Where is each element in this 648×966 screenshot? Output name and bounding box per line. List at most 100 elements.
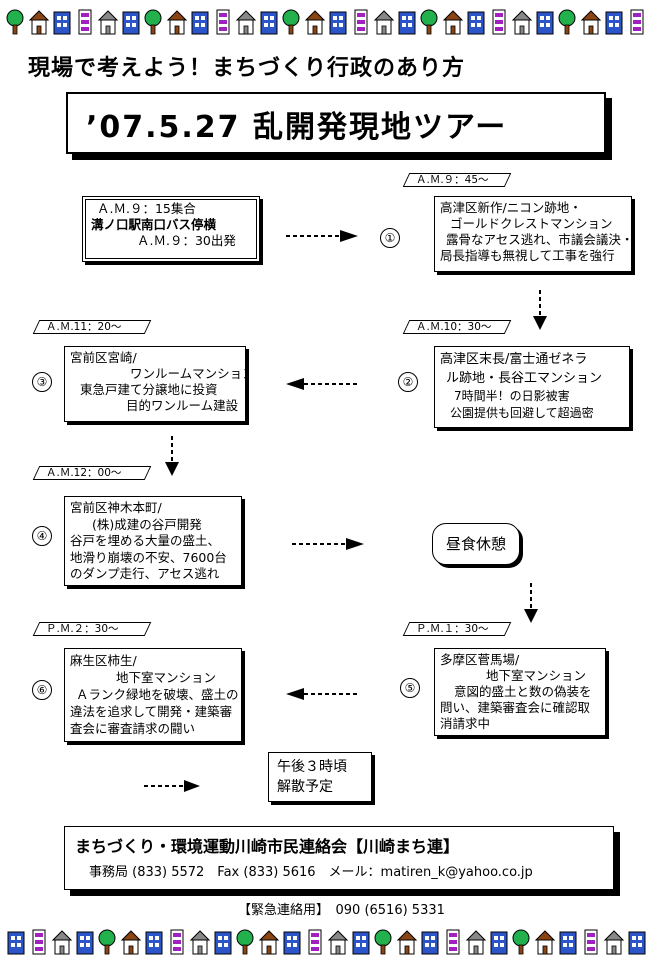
tree-icon bbox=[236, 929, 254, 955]
stop-6-place: 麻生区柿生/ bbox=[70, 653, 137, 668]
stop-1-desc: 局長指導も無視して工事を強行 bbox=[440, 248, 615, 263]
stop-4-desc: 地滑り崩壊の不安、7600台 bbox=[70, 549, 227, 565]
end-box: 午後３時頃 解散予定 bbox=[268, 752, 372, 802]
house-icon bbox=[603, 930, 625, 955]
house-icon bbox=[76, 931, 94, 955]
house-icon bbox=[51, 930, 73, 955]
arrow-right-icon bbox=[144, 780, 200, 792]
arrow-right-icon bbox=[286, 230, 358, 242]
time-tag-4: Ａ.Ｍ.12：00～ bbox=[32, 466, 152, 480]
house-icon bbox=[308, 929, 322, 955]
arrow-right-icon bbox=[292, 538, 364, 550]
stop-5-desc: 意図的盛土と数の偽装を bbox=[454, 684, 592, 699]
house-icon bbox=[53, 11, 71, 35]
tree-icon bbox=[6, 9, 24, 35]
house-icon bbox=[492, 9, 506, 35]
house-icon bbox=[628, 931, 646, 955]
house-icon bbox=[78, 9, 92, 35]
tree-icon bbox=[144, 9, 162, 35]
stop-2-desc: 7時間半！の日影被害 bbox=[454, 389, 570, 403]
stop-5-desc: 消請求中 bbox=[440, 716, 491, 731]
house-icon bbox=[28, 10, 50, 35]
stop-2-site: ル跡地・長谷工マンション bbox=[446, 371, 603, 386]
tree-icon bbox=[282, 9, 300, 35]
stop-number-2: ② bbox=[398, 372, 418, 392]
organizer-contact: 事務局 (833) 5572 Fax (833) 5616 メール：matire… bbox=[89, 865, 533, 880]
emergency-contact: 【緊急連絡用】 090 (6516) 5331 bbox=[238, 903, 445, 918]
stop-box-1: 高津区新作/ニコン跡地・ ゴールドクレストマンション 露骨なアセス逃れ、市議会議… bbox=[434, 196, 632, 272]
headline: 現場で考えよう！まちづくり行政のあり方 bbox=[28, 56, 466, 81]
arrow-down-icon bbox=[533, 290, 547, 330]
house-icon bbox=[398, 11, 416, 35]
stop-4-place: 宮前区神木本町/ bbox=[70, 500, 162, 515]
arrow-left-icon bbox=[286, 378, 358, 390]
house-icon bbox=[465, 930, 487, 955]
start-box: Ａ.Ｍ.９：15集合 溝ノ口駅南口バス停横 Ａ.Ｍ.９：30出発 bbox=[82, 196, 260, 262]
house-icon bbox=[283, 931, 301, 955]
stop-5-site: 地下室マンション bbox=[486, 668, 587, 683]
stop-2-desc: 公園提供も回避して超過密 bbox=[450, 406, 594, 420]
house-icon bbox=[97, 10, 119, 35]
tree-icon bbox=[420, 9, 438, 35]
end-label: 解散予定 bbox=[277, 779, 333, 795]
house-icon bbox=[396, 930, 418, 955]
house-icon bbox=[446, 929, 460, 955]
house-icon bbox=[580, 10, 602, 35]
stop-2-place: 高津区末長/富士通ゼネラ bbox=[440, 352, 588, 367]
town-border-bottom bbox=[7, 929, 646, 955]
tree-icon bbox=[374, 929, 392, 955]
house-icon bbox=[304, 10, 326, 35]
house-icon bbox=[260, 11, 278, 35]
stop-5-desc: 問い、建築審査会に確認取 bbox=[440, 700, 591, 715]
house-icon bbox=[122, 11, 140, 35]
stop-4-desc: 谷戸を埋める大量の盛土、 bbox=[70, 533, 221, 548]
organizer-name: まちづくり・環境運動川崎市民連絡会【川崎まち連】 bbox=[75, 837, 460, 856]
stop-number-5: ⑤ bbox=[400, 678, 420, 698]
stop-3-desc: 東急戸建て分譲地に投資 bbox=[80, 382, 218, 397]
house-icon bbox=[536, 11, 554, 35]
time-tag-1: Ａ.Ｍ.９：45～ bbox=[402, 173, 512, 187]
house-icon bbox=[559, 931, 577, 955]
end-time: 午後３時頃 bbox=[277, 759, 347, 775]
house-icon bbox=[216, 9, 230, 35]
arrow-left-icon bbox=[286, 688, 358, 700]
house-icon bbox=[534, 930, 556, 955]
time-tag-3: Ａ.Ｍ.11：20～ bbox=[32, 320, 152, 334]
house-icon bbox=[467, 11, 485, 35]
house-icon bbox=[258, 930, 280, 955]
house-icon bbox=[354, 9, 368, 35]
stop-number-3: ③ bbox=[32, 372, 52, 392]
tree-icon bbox=[558, 9, 576, 35]
stop-1-place: 高津区新作/ニコン跡地・ bbox=[440, 200, 582, 215]
page-title: ’07.5.27 乱開発現地ツアー bbox=[86, 110, 508, 145]
stop-4-site: (株)成建の谷戸開発 bbox=[92, 516, 202, 532]
stop-6-desc: 違法を追求して開発・建築審 bbox=[70, 704, 233, 719]
house-icon bbox=[214, 931, 232, 955]
stop-5-place: 多摩区菅馬場/ bbox=[440, 652, 520, 667]
time-tag-5: Ｐ.Ｍ.１：30～ bbox=[402, 622, 512, 636]
start-gather-time: Ａ.Ｍ.９：15集合 bbox=[97, 201, 196, 216]
house-icon bbox=[421, 931, 439, 955]
house-icon bbox=[166, 10, 188, 35]
house-icon bbox=[120, 930, 142, 955]
stop-box-2: 高津区末長/富士通ゼネラ ル跡地・長谷工マンション 7時間半！の日影被害 公園提… bbox=[434, 346, 630, 428]
stop-6-desc: 査会に審査請求の闘い bbox=[70, 721, 196, 736]
house-icon bbox=[7, 931, 25, 955]
house-icon bbox=[605, 11, 623, 35]
stop-3-place: 宮前区宮崎/ bbox=[70, 350, 137, 365]
stop-number-4: ④ bbox=[32, 526, 52, 546]
house-icon bbox=[170, 929, 184, 955]
house-icon bbox=[352, 931, 370, 955]
stop-number-6: ⑥ bbox=[32, 680, 52, 700]
house-icon bbox=[235, 10, 257, 35]
house-icon bbox=[490, 931, 508, 955]
arrow-down-icon bbox=[524, 583, 538, 623]
tree-icon bbox=[98, 929, 116, 955]
house-icon bbox=[327, 930, 349, 955]
stop-4-desc: のダンプ走行、アセス逃れ bbox=[70, 566, 220, 581]
house-icon bbox=[191, 11, 209, 35]
stop-box-4: 宮前区神木本町/ (株)成建の谷戸開発 谷戸を埋める大量の盛土、 地滑り崩壊の不… bbox=[64, 496, 242, 586]
stop-1-site: ゴールドクレストマンション bbox=[450, 216, 613, 231]
time-tag-6: Ｐ.Ｍ.２：30～ bbox=[32, 622, 152, 636]
house-icon bbox=[511, 10, 533, 35]
